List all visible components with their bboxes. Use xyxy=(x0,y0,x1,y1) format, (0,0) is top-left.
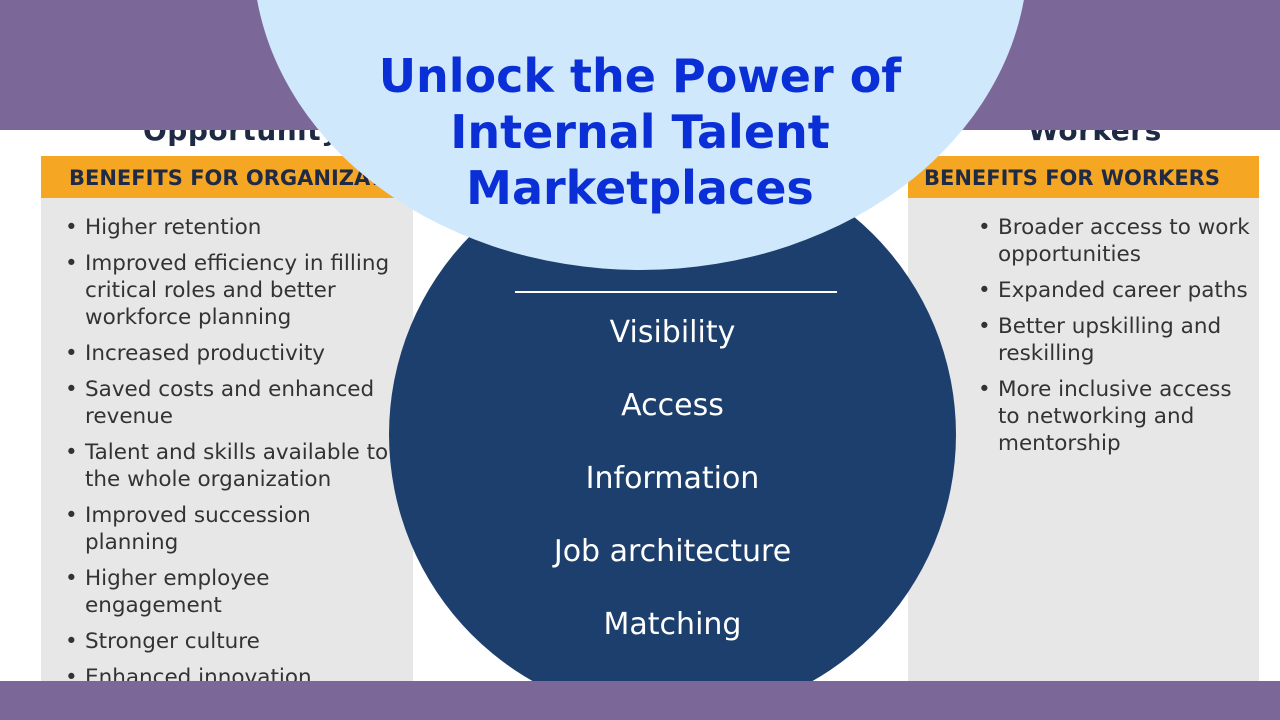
list-item: Expanded career paths xyxy=(978,277,1253,304)
circle-item-access: Access xyxy=(621,388,724,423)
workers-benefits-list: Broader access to work opportunities Exp… xyxy=(978,214,1253,466)
right-heading: Workers xyxy=(1028,130,1162,147)
organizations-benefits-panel: BENEFITS FOR ORGANIZATIONS Higher retent… xyxy=(41,156,413,681)
list-item: Stronger culture xyxy=(65,628,405,655)
circle-item-visibility: Visibility xyxy=(609,315,736,350)
bottom-band xyxy=(0,681,1280,720)
list-item: Better upskilling and reskilling xyxy=(978,313,1253,367)
list-item: Talent and skills available to the whole… xyxy=(65,439,405,493)
organizations-benefits-header: BENEFITS FOR ORGANIZATIONS xyxy=(41,156,413,198)
list-item: Higher employee engagement xyxy=(65,565,405,619)
circle-item-matching: Matching xyxy=(603,607,742,642)
list-item: Saved costs and enhanced revenue xyxy=(65,376,405,430)
list-item: Improved succession planning xyxy=(65,502,405,556)
left-heading: Opportunity xyxy=(143,130,340,147)
workers-benefits-header: BENEFITS FOR WORKERS xyxy=(908,156,1259,198)
list-item: More inclusive access to networking and … xyxy=(978,376,1253,457)
circle-item-information: Information xyxy=(585,461,760,496)
list-item: Enhanced innovation xyxy=(65,664,405,681)
circle-divider xyxy=(515,291,837,293)
page-title: Unlock the Power of Internal Talent Mark… xyxy=(378,49,902,215)
circle-item-job-architecture: Job architecture xyxy=(553,534,792,569)
infographic: Opportunity Workers BENEFITS FOR ORGANIZ… xyxy=(0,130,1280,681)
list-item: Higher retention xyxy=(65,214,405,241)
list-item: Increased productivity xyxy=(65,340,405,367)
organizations-benefits-list: Higher retention Improved efficiency in … xyxy=(65,214,405,681)
workers-benefits-panel: BENEFITS FOR WORKERS Broader access to w… xyxy=(908,156,1259,681)
list-item: Improved efficiency in filling critical … xyxy=(65,250,405,331)
list-item: Broader access to work opportunities xyxy=(978,214,1253,268)
